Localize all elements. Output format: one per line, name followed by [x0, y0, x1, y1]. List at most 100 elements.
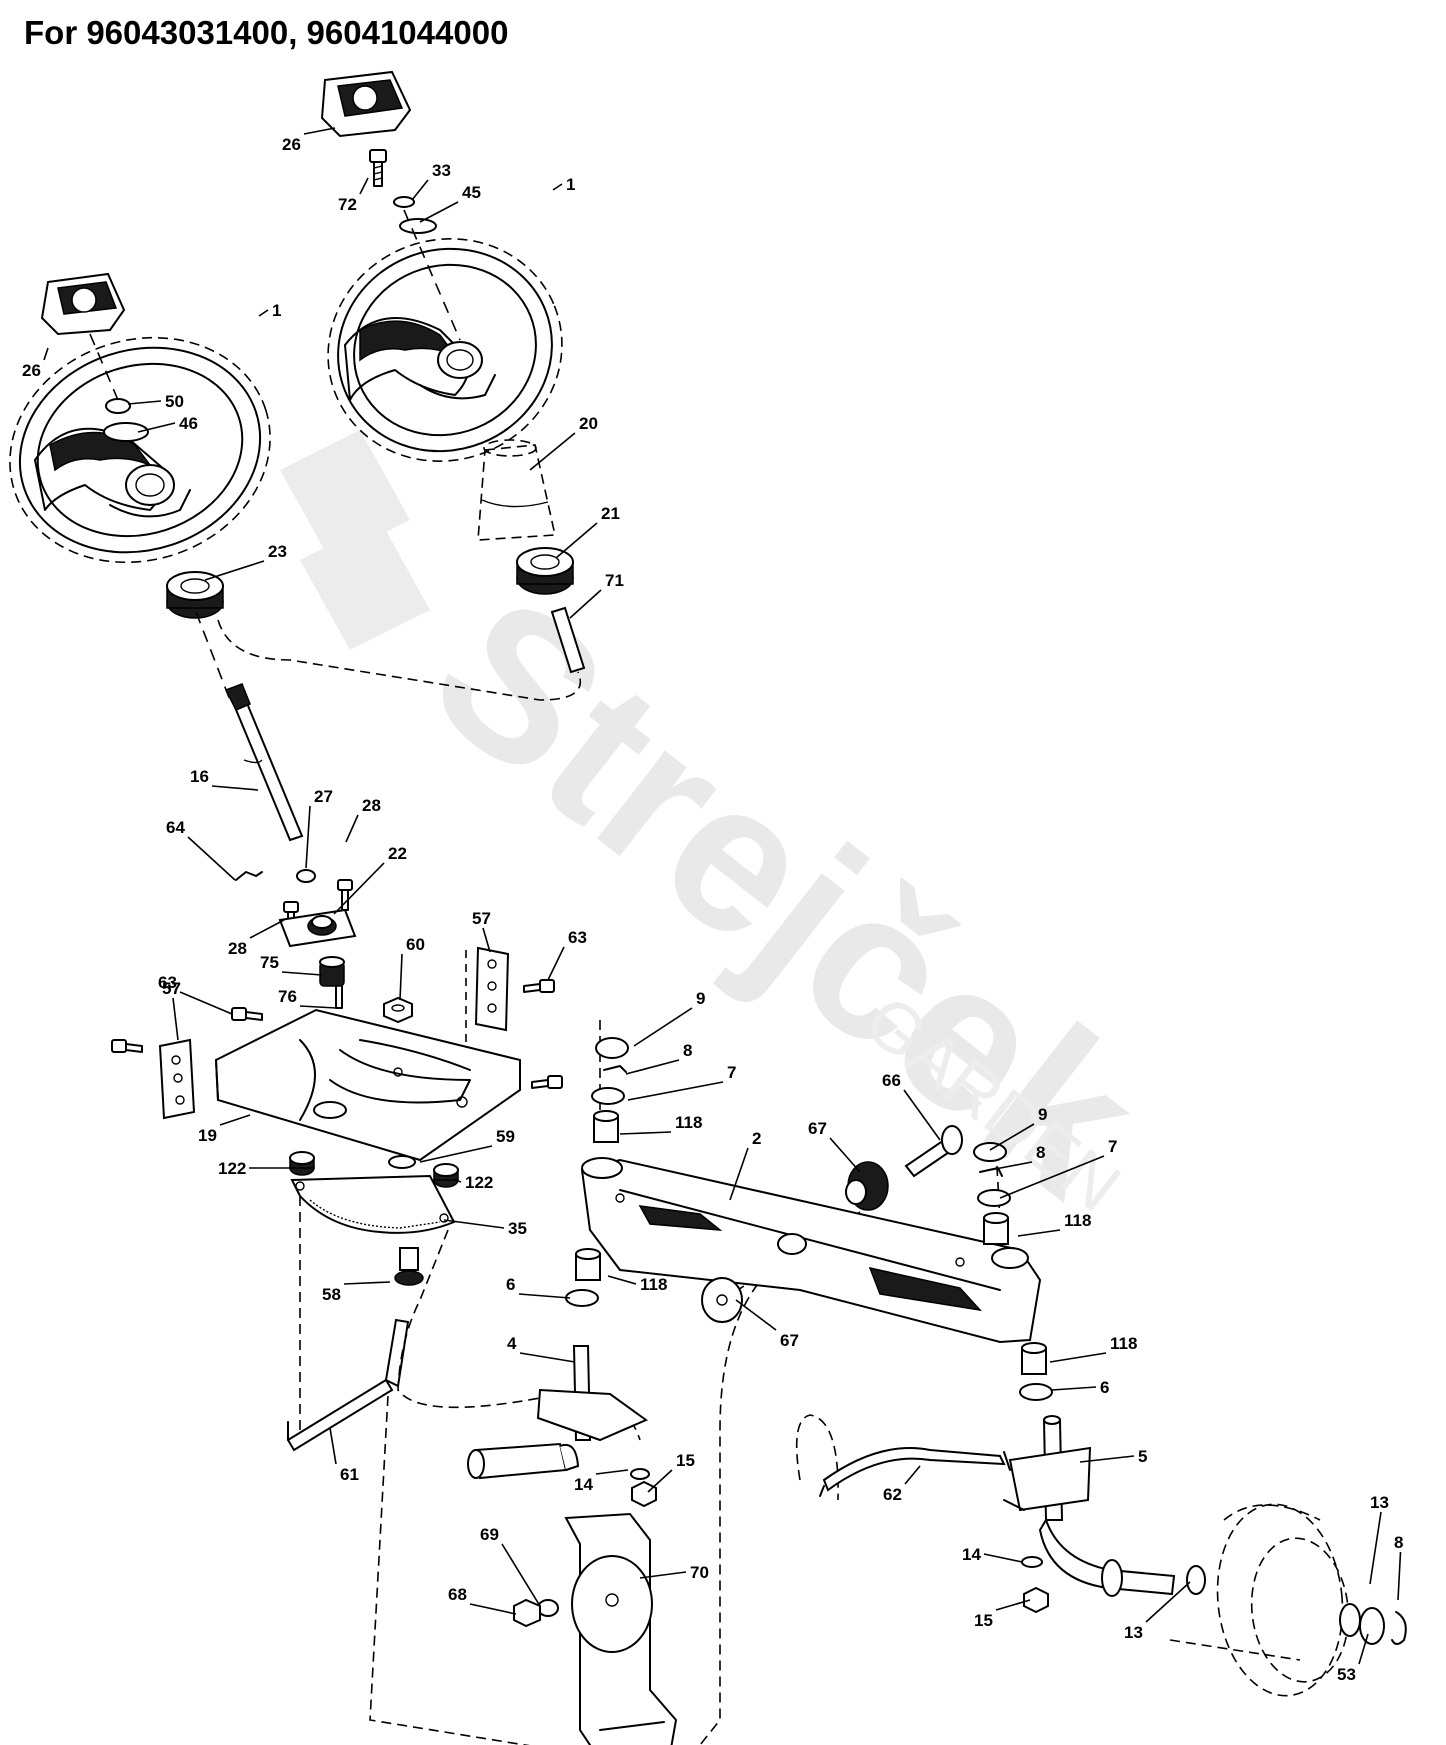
callout-leader-1: [258, 309, 269, 317]
nut-68: [513, 1598, 541, 1628]
callout-leader-63: [179, 991, 233, 1015]
callout-leader-8: [989, 1161, 1033, 1171]
shoulder-bolt-58: [394, 1247, 424, 1286]
callout-leader-26: [43, 347, 49, 361]
callout-leader-26: [303, 127, 336, 135]
callout-label-57: 57: [162, 979, 181, 998]
callout-label-7: 7: [727, 1063, 736, 1082]
callout-leader-71: [569, 589, 602, 619]
bushing-118c: [575, 1248, 601, 1281]
boot-20: [477, 439, 556, 541]
dash-axis-left2: [89, 333, 119, 401]
callout-leader-72: [359, 177, 369, 195]
callout-leader-15: [995, 1599, 1031, 1611]
callout-label-23: 23: [268, 542, 287, 561]
bushing-118a: [593, 1110, 619, 1143]
callout-label-14: 14: [962, 1545, 981, 1564]
washer-6a: [565, 1289, 599, 1307]
callout-label-1: 1: [566, 175, 575, 194]
callout-leader-69: [501, 1543, 541, 1607]
callout-leader-67: [735, 1299, 777, 1331]
callout-label-20: 20: [579, 414, 598, 433]
callout-leader-118: [607, 1275, 637, 1285]
support-plate-19: [214, 1008, 521, 1162]
bolt-63d: [531, 1075, 563, 1089]
callout-label-27: 27: [314, 787, 333, 806]
washer-27: [296, 869, 316, 883]
callout-label-7: 7: [1108, 1137, 1117, 1156]
callout-label-58: 58: [322, 1285, 341, 1304]
callout-leader-13: [1369, 1511, 1382, 1585]
dash-link-gear: [397, 1229, 641, 1441]
callout-label-69: 69: [480, 1525, 499, 1544]
callout-label-9: 9: [1038, 1105, 1047, 1124]
horn-cap-upper: [320, 70, 412, 138]
bushing-23: [166, 571, 224, 619]
callout-label-1: 1: [272, 301, 281, 320]
callout-leader-14: [983, 1553, 1023, 1563]
plate-57b: [474, 946, 510, 1032]
callout-leader-118: [1017, 1229, 1061, 1237]
callout-label-57: 57: [472, 909, 491, 928]
page-title: For 96043031400, 96041044000: [24, 14, 509, 51]
callout-leader-53: [1358, 1633, 1369, 1665]
callout-label-63: 63: [158, 973, 177, 992]
callout-label-118: 118: [675, 1113, 702, 1132]
callout-label-76: 76: [278, 987, 297, 1006]
callout-label-35: 35: [508, 1219, 527, 1238]
clip-64: [235, 871, 263, 881]
steering-shaft-16: [224, 683, 304, 842]
callout-leader-13: [1145, 1581, 1191, 1623]
pivot-bolt-66: [904, 1125, 963, 1178]
callout-label-118: 118: [1110, 1334, 1137, 1353]
washer-14b: [1021, 1556, 1043, 1568]
callout-leader-70: [639, 1571, 687, 1579]
clip-8c: [1391, 1611, 1407, 1645]
callout-leader-63: [547, 946, 565, 981]
callout-leader-5: [1079, 1455, 1135, 1463]
callout-leader-2: [729, 1147, 749, 1201]
washer-7b: [977, 1189, 1011, 1207]
callout-leader-14: [595, 1469, 629, 1475]
callout-leader-122: [454, 1179, 462, 1183]
callout-leader-27: [305, 805, 311, 869]
pin-8a: [603, 1065, 627, 1073]
callout-label-64: 64: [166, 818, 185, 837]
cap-9b: [973, 1142, 1007, 1162]
callout-label-67: 67: [808, 1119, 827, 1138]
callout-leader-45: [419, 201, 459, 223]
spacer-67b: [701, 1277, 743, 1323]
callout-label-50: 50: [165, 392, 184, 411]
callout-leader-57: [172, 997, 179, 1041]
front-axle-2: [580, 1157, 1042, 1344]
callout-label-8: 8: [1036, 1143, 1045, 1162]
callout-leader-21: [555, 522, 598, 559]
plate-57a: [158, 1038, 196, 1120]
bushing-122b: [433, 1163, 459, 1188]
callout-label-16: 16: [190, 767, 209, 786]
washer-7a: [591, 1087, 625, 1105]
callout-label-5: 5: [1138, 1447, 1147, 1466]
bracket-22: [278, 908, 357, 948]
dash-axis-wheel: [1169, 1639, 1301, 1661]
callout-leader-59: [419, 1145, 493, 1163]
callout-leader-61: [329, 1427, 337, 1465]
callout-label-61: 61: [340, 1465, 359, 1484]
callout-leader-28: [249, 919, 285, 939]
callout-leader-19: [219, 1114, 251, 1126]
callout-leader-62: [904, 1465, 921, 1485]
callout-label-21: 21: [601, 504, 620, 523]
dash-link-upper: [217, 619, 582, 701]
callout-leader-1: [552, 183, 563, 191]
bushing-118b: [983, 1212, 1009, 1245]
callout-label-8: 8: [683, 1041, 692, 1060]
callout-label-15: 15: [974, 1611, 993, 1630]
callout-label-46: 46: [179, 414, 198, 433]
callout-leader-16: [211, 785, 259, 791]
callout-label-26: 26: [22, 361, 41, 380]
nut-15b: [1023, 1586, 1049, 1614]
callout-label-63: 63: [568, 928, 587, 947]
callout-leader-67: [829, 1137, 861, 1173]
sleeve-71: [550, 606, 586, 674]
